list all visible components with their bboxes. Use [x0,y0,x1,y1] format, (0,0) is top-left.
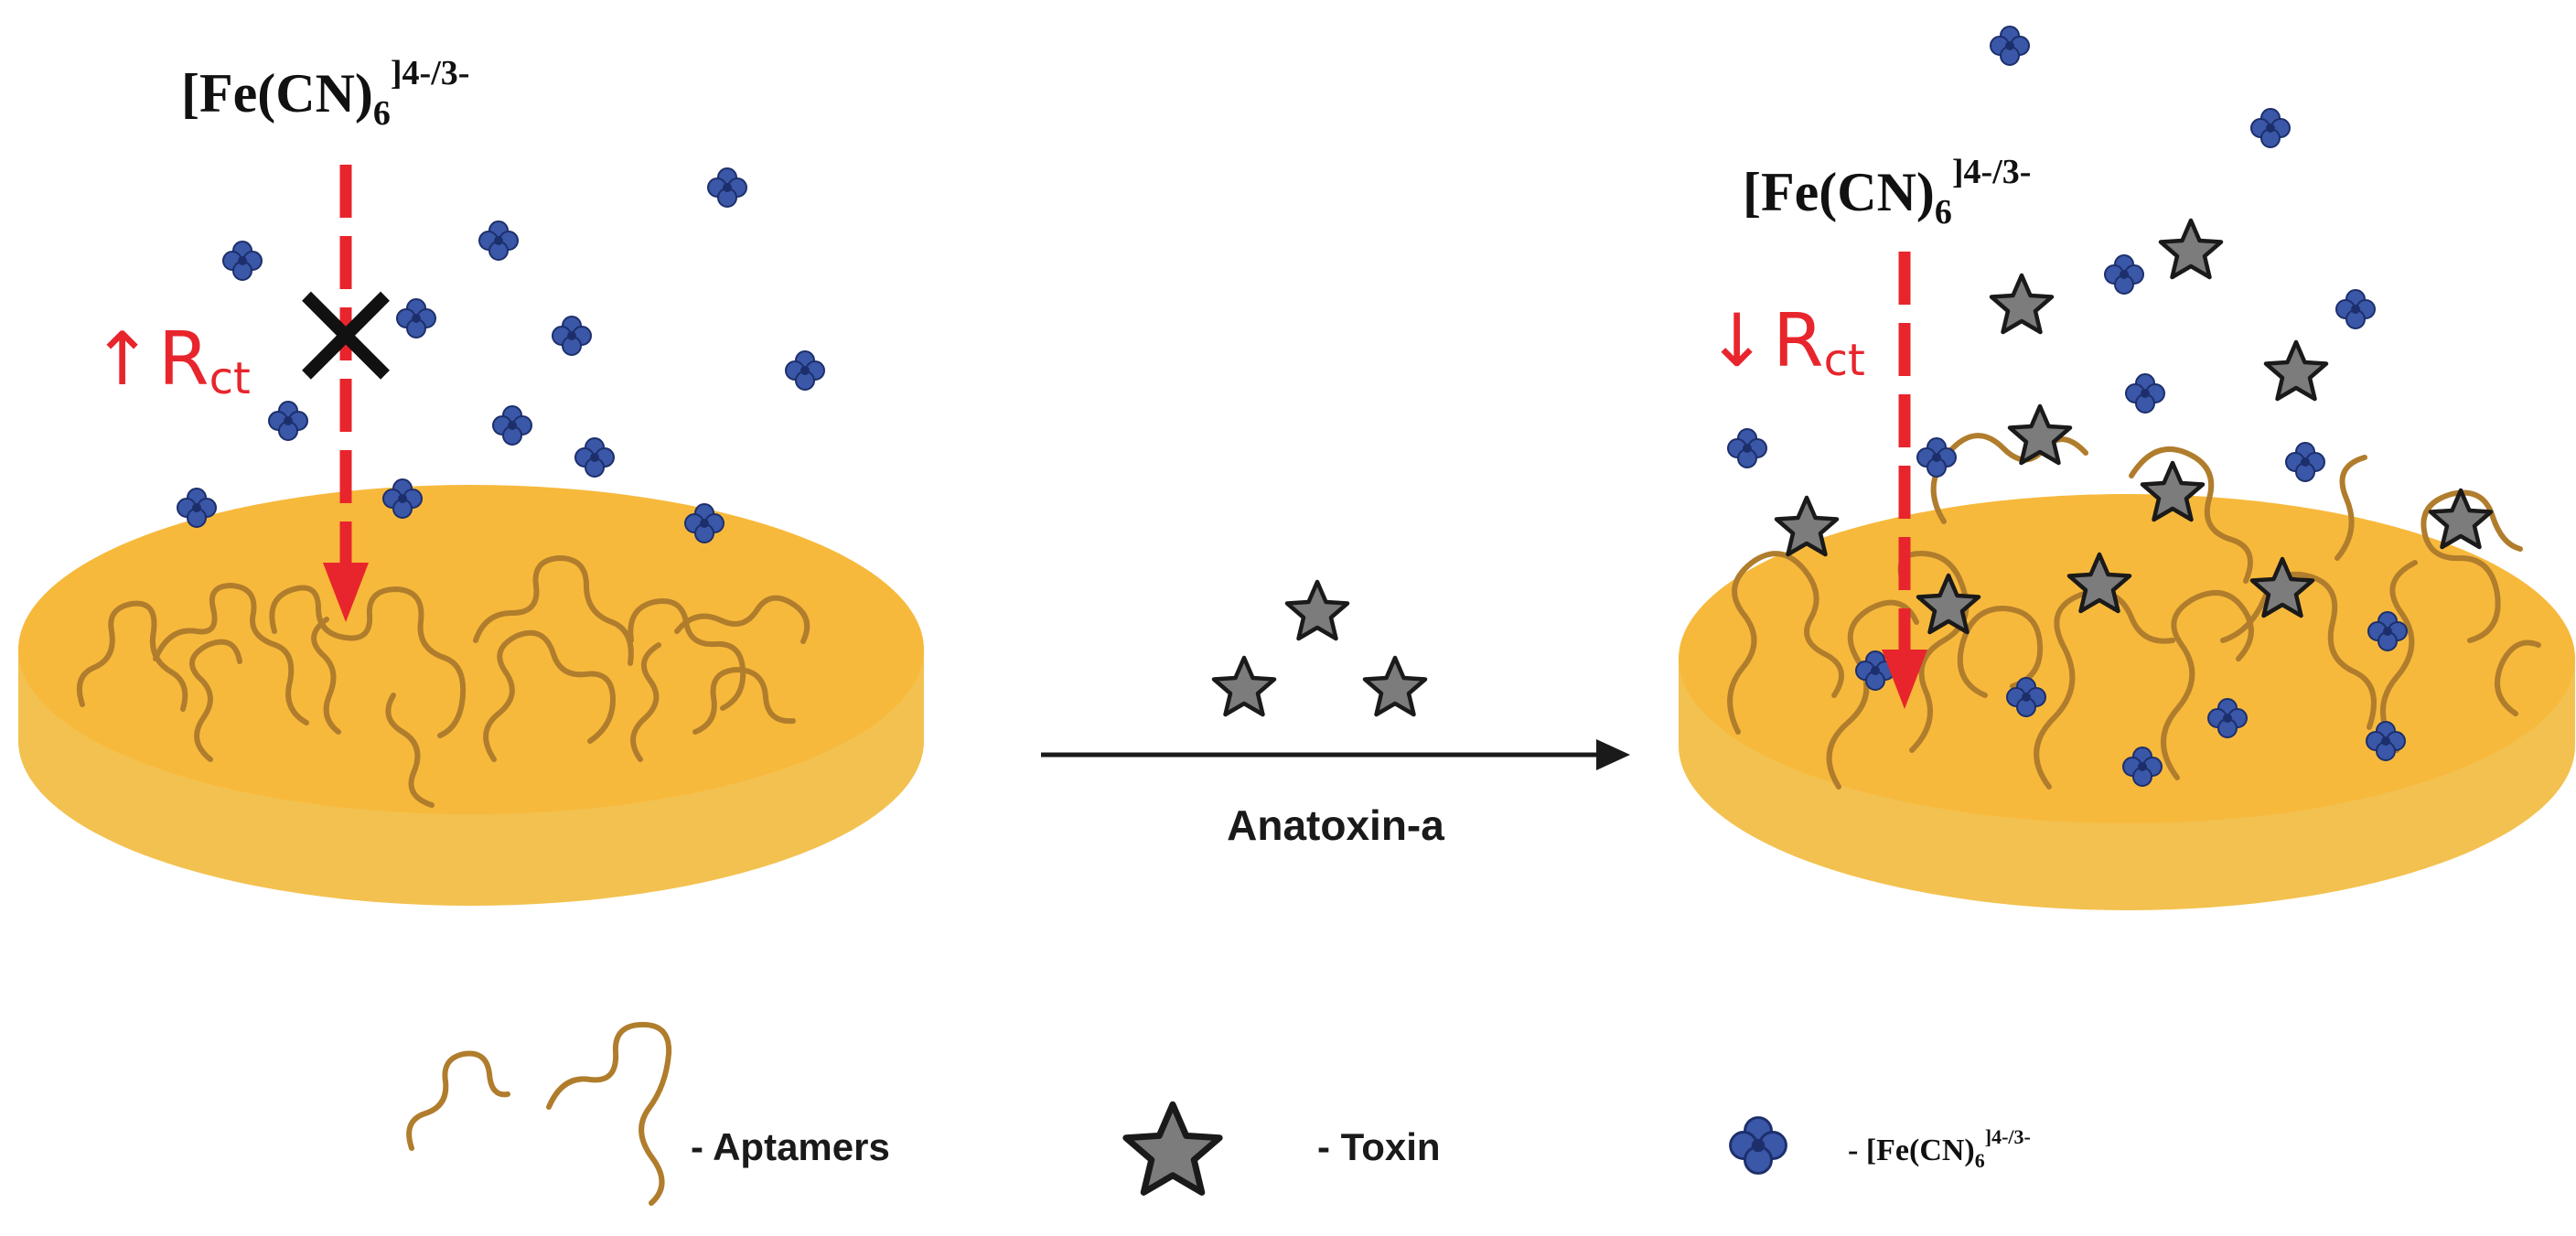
aptamer-strand [2129,446,2253,584]
left-aptamers [77,555,810,808]
probe-molecule [2285,442,2325,482]
aptamer-strand [269,585,467,738]
probe-molecule [707,167,747,208]
probe-molecule [1990,26,2030,66]
aptamer-strand [674,595,810,644]
legend-probe-icon [1729,1116,1787,1175]
aptamer-strand [77,600,188,712]
probe-molecule [478,220,519,261]
left-probe-label: [Fe(CN)6]4-/3- [181,54,469,133]
aptamer-strand [153,583,309,725]
aptamer-strand [188,639,242,762]
probe-molecule [574,437,615,478]
reagent-toxins [1214,582,1425,715]
aptamer-strand [2034,589,2175,790]
aptamer-strand [483,629,616,762]
probe-molecule [2250,108,2291,148]
toxin-star [1991,275,2052,332]
aptamer-strand [2380,560,2418,753]
right-probe-label: [Fe(CN)6]4-/3- [1743,153,2031,231]
legend: - Aptamers - Toxin - [Fe(CN)6]4-/3- [406,1022,2031,1206]
toxin-star [1214,658,1274,715]
aptamer-strand [2420,489,2523,643]
aptamer-strand [311,617,341,735]
toxin-star [2161,220,2221,277]
probe-molecule [1727,428,1767,468]
probe-molecule [1916,437,1957,478]
probe-molecule [2104,254,2144,295]
rct-down-arrow: ↓ [1706,298,1767,383]
probe-molecule [2335,289,2376,329]
rct-up-arrow: ↑ [91,317,153,402]
probe-molecule [552,316,592,356]
legend-toxin-icon [1126,1104,1219,1192]
aptamer-strand [692,667,796,735]
legend-probe-label: - [Fe(CN)6]4-/3- [1848,1125,2031,1172]
aptamer-strand [2161,590,2254,780]
right-rct-label: ↓Rct [1706,298,1865,386]
probe-molecule [2125,373,2165,414]
right-aptamers [1727,433,2541,790]
blocked-cross-mark: × [281,241,411,422]
probe-molecule [785,350,825,391]
legend-aptamer-icon [406,1022,672,1206]
aptamer-strand [1826,599,1919,790]
legend-aptamers-label: - Aptamers [691,1125,890,1168]
reaction-arrow [1041,739,1630,770]
aptamer-strand [2220,571,2377,730]
aptamer-strand [630,642,661,762]
reagent-label: Anatoxin-a [1227,801,1444,849]
left-rct-label: ↑Rct [91,317,251,404]
aptamer-strand [1727,551,1844,735]
legend-toxin-label: - Toxin [1317,1125,1441,1168]
aptamer-strand [385,693,435,808]
left-electrode [18,485,924,906]
probe-molecule [492,405,532,446]
aptamer-strand [628,598,746,711]
probe-molecule [222,241,263,281]
toxin-star [2266,342,2326,399]
aptamer-strand [2334,455,2367,561]
toxin-star [1365,658,1425,715]
aptamer-strand [1957,606,2044,698]
right-electron-transfer-arrow [1882,252,1927,709]
toxin-star [1287,582,1347,639]
left-electron-transfer-arrow [323,165,369,622]
aptamer-strand [473,555,634,666]
aptamer-strand [2495,639,2541,716]
